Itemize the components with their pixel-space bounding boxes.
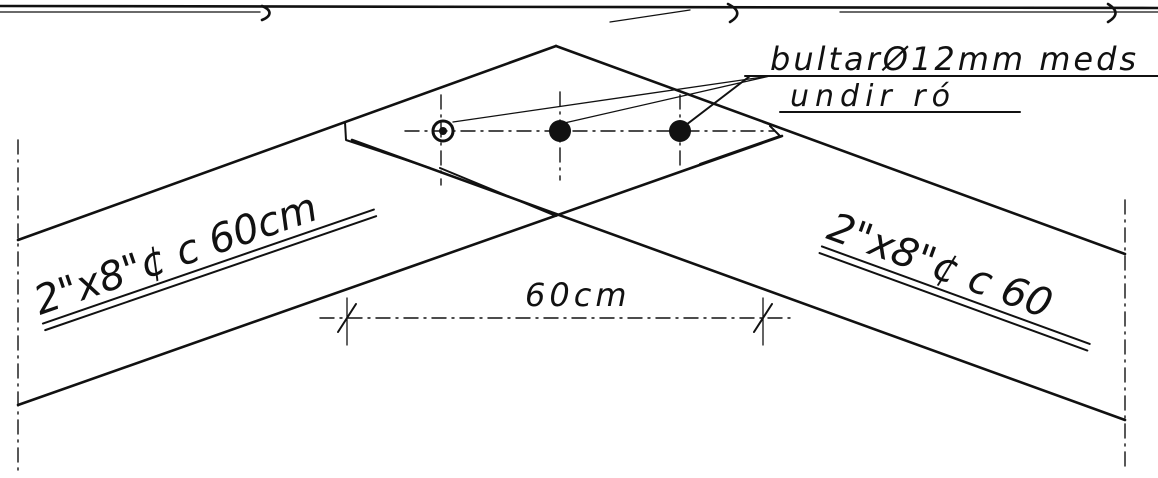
top-strip-lines bbox=[0, 2, 1158, 24]
bolt-note-leaders bbox=[452, 75, 1158, 129]
bolt-right bbox=[669, 94, 691, 171]
left-rafter-label-group: 2"x8"¢ c 60cm bbox=[28, 185, 378, 332]
edge-lines bbox=[17, 139, 1126, 471]
right-rafter-label-group: 2"x8"¢ c 60 bbox=[818, 204, 1091, 352]
left-rafter bbox=[16, 44, 784, 407]
bolt-note-line1: bultarØ12mm meds bbox=[770, 40, 1139, 78]
spacing-dimension bbox=[319, 297, 791, 346]
right-rafter bbox=[350, 44, 1127, 422]
splice-plate bbox=[344, 121, 781, 217]
bolt-note-line2: undir ró bbox=[790, 79, 956, 114]
bolt-left bbox=[431, 94, 455, 186]
rafter-left-label: 2"x8"¢ c 60cm bbox=[28, 185, 323, 325]
spacing-dimension-label: 60cm bbox=[525, 276, 630, 314]
